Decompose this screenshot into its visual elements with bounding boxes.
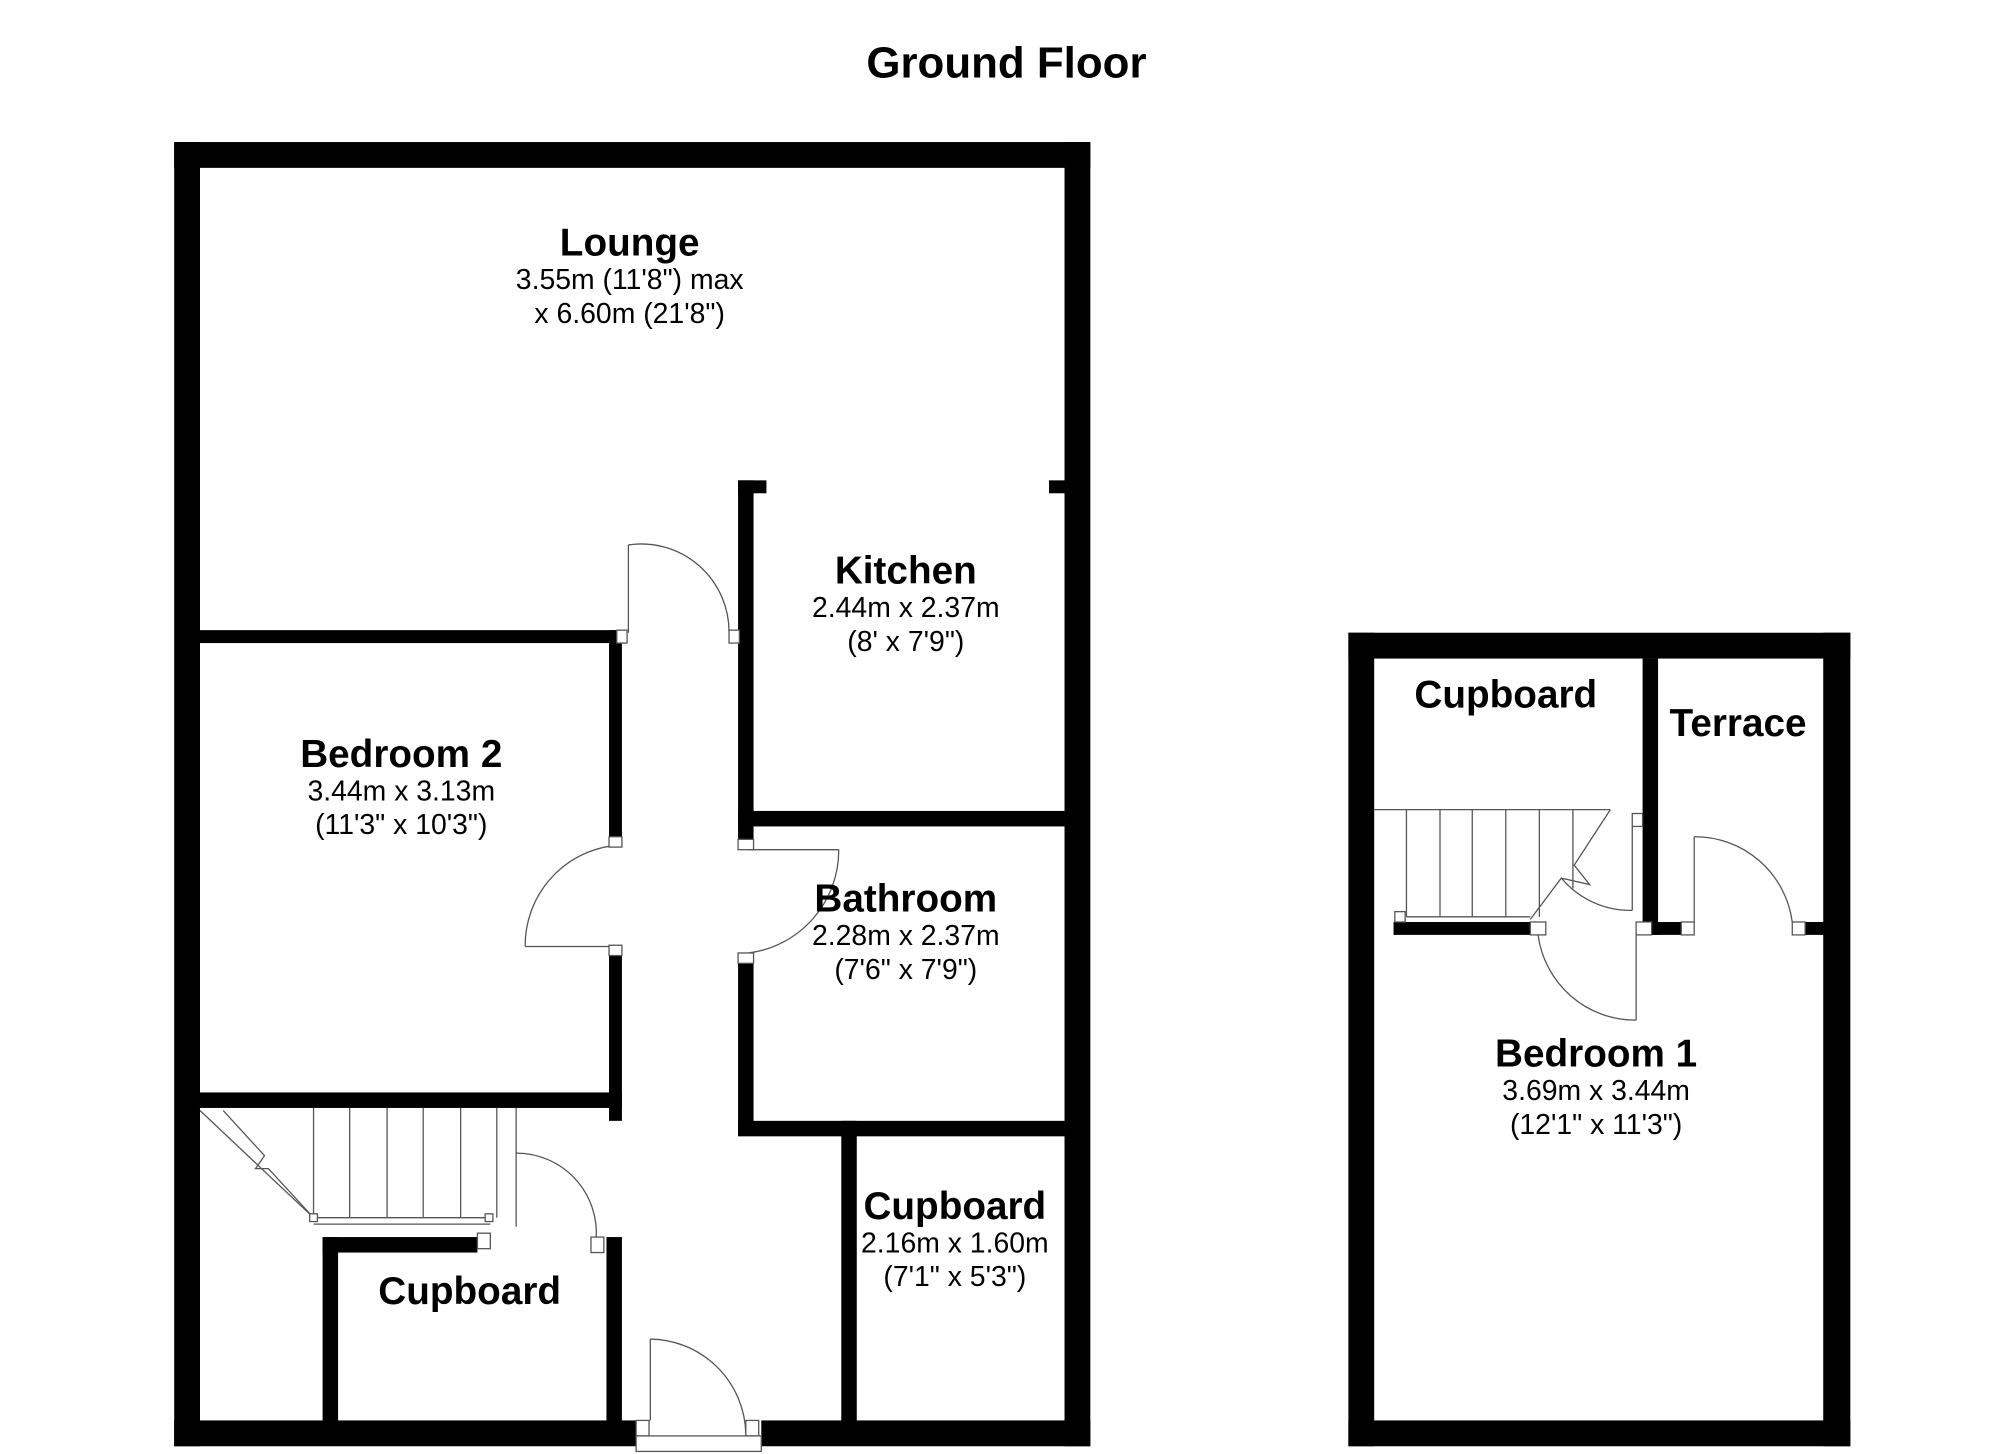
wall — [738, 480, 754, 842]
room-name-lounge: Lounge — [560, 222, 700, 265]
wall — [174, 142, 1091, 168]
wall — [738, 810, 1065, 827]
room-dim-cupboard: (7'1" x 5'3") — [883, 1261, 1026, 1293]
wall — [761, 1420, 1091, 1447]
door-bedroom1 — [1537, 921, 1653, 1021]
room-dim-lounge: 3.55m (11'8") max — [516, 264, 744, 296]
wall — [1393, 921, 1531, 935]
room-dim-kitchen: 2.44m x 2.37m — [812, 592, 1000, 624]
main-building: Lounge 3.55m (11'8") max x 6.60m (21'8")… — [174, 142, 1091, 1453]
wall — [1348, 1420, 1851, 1447]
room-dim-cupboard: 2.16m x 1.60m — [861, 1228, 1049, 1260]
room-name-bedroom1: Bedroom 1 — [1495, 1033, 1697, 1076]
wall — [1803, 921, 1825, 935]
wall — [200, 1092, 622, 1108]
door-bedroom2 — [524, 836, 623, 957]
room-name-kitchen: Kitchen — [835, 550, 977, 593]
door-front — [635, 1338, 762, 1453]
floor-title: Ground Floor — [866, 38, 1146, 87]
wall — [609, 955, 622, 1121]
annex-building: Cupboard Terrace Bedroom 1 3.69m x 3.44m… — [1348, 632, 1851, 1447]
room-name-cupboard: Cupboard — [378, 1270, 561, 1313]
room-dim-lounge: x 6.60m (21'8") — [534, 298, 724, 330]
room-name-cupboard: Cupboard — [1414, 674, 1597, 717]
door-cupboard — [516, 1152, 605, 1254]
wall — [609, 630, 622, 837]
room-name-cupboard: Cupboard — [863, 1185, 1046, 1228]
room-dim-bedroom2: (11'3" x 10'3") — [315, 809, 487, 841]
wall — [1049, 480, 1065, 494]
wall — [738, 1120, 1065, 1137]
wall — [200, 630, 622, 644]
room-name-bedroom2: Bedroom 2 — [300, 733, 502, 776]
wall — [1348, 632, 1851, 659]
room-dim-bedroom1: (12'1" x 11'3") — [1510, 1109, 1682, 1141]
wall — [1823, 632, 1851, 1447]
wall — [322, 1237, 339, 1431]
wall — [1064, 142, 1091, 1447]
staircase — [199, 1107, 517, 1250]
wall — [1642, 658, 1659, 935]
door-bathroom — [737, 838, 840, 964]
wall — [738, 955, 754, 1134]
room-dim-bathroom: 2.28m x 2.37m — [812, 920, 1000, 952]
room-dim-kitchen: (8' x 7'9") — [847, 626, 964, 658]
wall — [174, 142, 200, 1447]
room-dim-bedroom1: 3.69m x 3.44m — [1502, 1075, 1690, 1107]
door-terrace — [1680, 836, 1806, 936]
staircase — [1374, 808, 1611, 936]
wall — [322, 1237, 478, 1253]
room-name-bathroom: Bathroom — [814, 878, 997, 921]
wall — [841, 1120, 857, 1431]
door-stair-cupboard — [1560, 812, 1644, 912]
room-dim-bedroom2: 3.44m x 3.13m — [307, 776, 495, 808]
room-dim-bathroom: (7'6" x 7'9") — [834, 954, 977, 986]
wall — [606, 1237, 622, 1431]
room-name-terrace: Terrace — [1670, 702, 1807, 745]
door-lounge — [616, 543, 740, 644]
wall — [174, 1420, 637, 1447]
wall — [1348, 632, 1375, 1447]
